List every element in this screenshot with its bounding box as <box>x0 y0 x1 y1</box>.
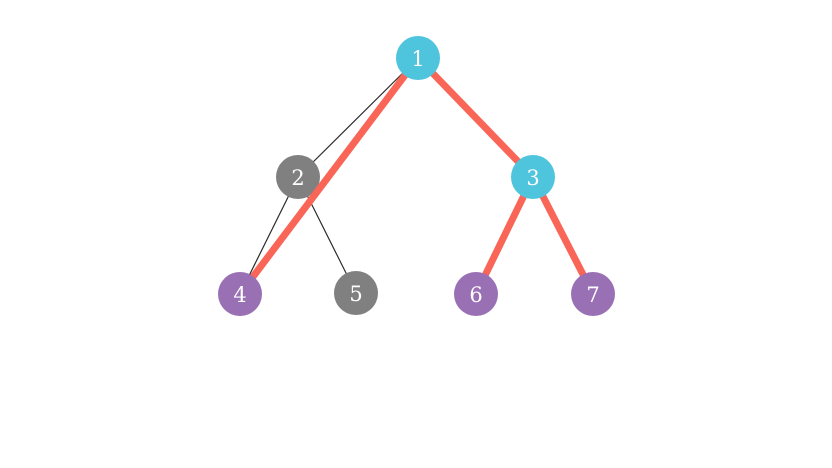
graph-node-1[interactable]: 1 <box>396 36 440 80</box>
graph-node-7[interactable]: 7 <box>571 272 615 316</box>
graph-node-4[interactable]: 4 <box>218 272 262 316</box>
edge-1-2 <box>297 57 419 178</box>
edge-1-3 <box>415 55 536 180</box>
graph-node-6[interactable]: 6 <box>454 272 498 316</box>
node-circle-7[interactable] <box>571 272 615 316</box>
graph-node-3[interactable]: 3 <box>511 155 555 199</box>
node-circle-2[interactable] <box>276 155 320 199</box>
node-circle-6[interactable] <box>454 272 498 316</box>
node-circle-4[interactable] <box>218 272 262 316</box>
graph-node-5[interactable]: 5 <box>334 271 378 315</box>
edge-1-4 <box>237 55 421 297</box>
node-circle-5[interactable] <box>334 271 378 315</box>
node-circle-3[interactable] <box>511 155 555 199</box>
node-circle-1[interactable] <box>396 36 440 80</box>
